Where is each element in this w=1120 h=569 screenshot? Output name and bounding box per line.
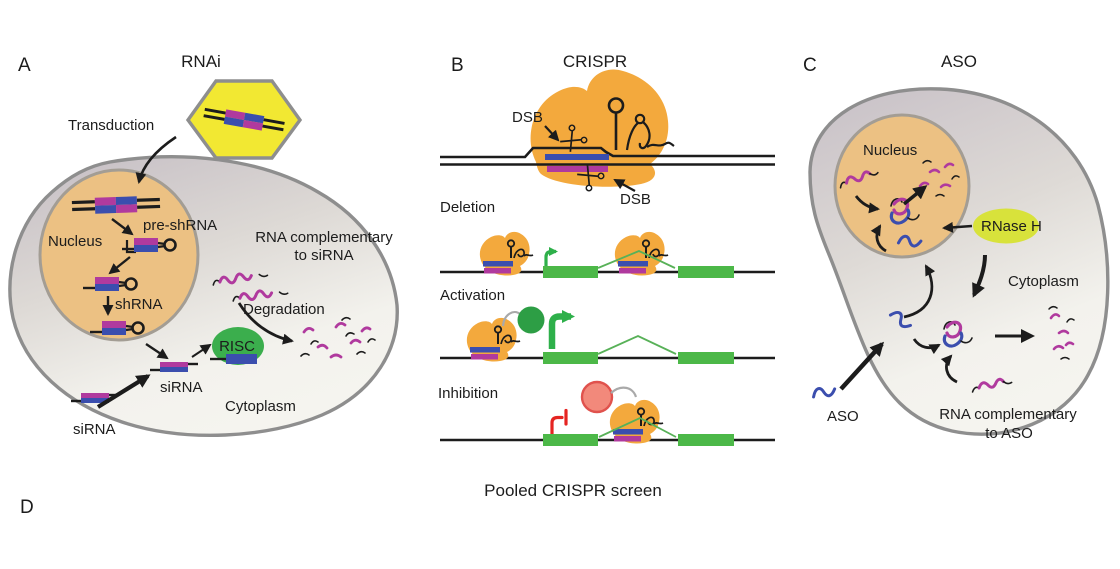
degraded-rna-fragments-cytoplasm (1048, 305, 1075, 360)
processing-arrow (108, 256, 131, 275)
panel-b: B CRISPR DSB DSB Deletion (438, 52, 775, 500)
cytoplasm-c-label: Cytoplasm (1008, 273, 1079, 290)
degraded-rna-fragments-a (300, 316, 376, 359)
transduction-label: Transduction (68, 117, 154, 134)
dsb-bottom-arrow (613, 179, 636, 192)
repressor-domain (580, 380, 614, 414)
nuclear-arrow-1 (854, 195, 880, 214)
aso-rna-hybrid-nucleus (889, 197, 920, 225)
dsb-bottom-label: DSB (620, 191, 651, 208)
sirna-entry-arrow (96, 374, 151, 409)
degraded-rna-fragments-nucleus (918, 159, 960, 197)
aso-rna-hybrid-cytoplasm (942, 320, 973, 348)
nuclear-arrow-2 (870, 224, 887, 253)
cas9-small (608, 398, 664, 445)
exon-box (678, 266, 734, 278)
promoter-arrow-deletion (544, 247, 558, 271)
panel-a: A RNAi Transduction Nucleus pre-shRNA sh… (8, 52, 399, 438)
risc-complex: RISC (210, 327, 264, 365)
hybridization-arrow (912, 338, 941, 355)
rnase-h-label: RNase H (981, 218, 1042, 235)
target-rna-squiggle (232, 289, 289, 302)
rna-binding-arrow (940, 354, 958, 384)
panel-b-letter: B (451, 55, 464, 76)
dna-strands (440, 146, 775, 166)
aso-label: ASO (827, 408, 859, 425)
rnase-h-ellipse (973, 208, 1039, 244)
rna-complementary-c-line2: to ASO (985, 425, 1033, 442)
cas9-small (478, 230, 534, 277)
aso-squiggle-outside (810, 384, 837, 400)
loading-arrow (191, 343, 212, 358)
exon-box (678, 434, 734, 446)
nucleus-a (38, 168, 200, 342)
shrna-label: shRNA (115, 296, 163, 313)
panel-b-title: CRISPR (563, 52, 627, 71)
cas9-small (465, 316, 521, 363)
nuclear-rna-squiggle (839, 170, 879, 189)
blocked-promoter-arrow (550, 415, 564, 441)
target-rna-squiggle (212, 272, 269, 286)
pooled-screen-label: Pooled CRISPR screen (484, 481, 662, 500)
guide-target-bar-magenta (547, 166, 608, 172)
sgrna (607, 97, 675, 151)
pre-shrna-end (125, 240, 136, 254)
exon-box (678, 352, 734, 364)
cytoplasm-a-label: Cytoplasm (225, 398, 296, 415)
rnase-to-nucleus-arrow (942, 221, 973, 233)
panel-a-title: RNAi (181, 52, 221, 71)
guide-target-bar-blue (545, 154, 609, 160)
nucleus-a-label: Nucleus (48, 233, 102, 250)
nuclear-cleavage-arrow (902, 185, 928, 206)
aso-to-nucleus-arrow (903, 264, 936, 319)
exon-box (543, 352, 598, 364)
target-rna-squiggle-c (971, 377, 1013, 393)
panel-d: D (20, 497, 34, 518)
repressor-linker (610, 386, 638, 398)
transduction-arrow (135, 135, 177, 184)
exon-box (543, 434, 598, 446)
dsb-top-arrow (544, 125, 560, 142)
cas9-small (613, 230, 669, 277)
panel-c: C ASO Nucleus RNase H Cytoplasm (803, 52, 1110, 442)
exon-box (543, 266, 598, 278)
panel-d-letter: D (20, 497, 34, 518)
transcription-arrow (111, 218, 134, 236)
inhibition-label: Inhibition (438, 385, 498, 402)
dicer-arrow (145, 343, 169, 360)
splice-line-activation (597, 335, 677, 355)
panel-c-letter: C (803, 55, 817, 76)
aso-entry-arrow (839, 341, 885, 391)
panel-a-letter: A (18, 55, 31, 76)
promoter-arrow-activation (548, 310, 575, 349)
splice-line-deletion (597, 250, 676, 269)
degradation-arrow (237, 302, 294, 345)
activation-label: Activation (440, 287, 505, 304)
activator-domain (517, 306, 545, 334)
panel-c-title: ASO (941, 52, 977, 71)
nucleus-c (833, 113, 971, 259)
splice-line-inhibition (598, 416, 677, 438)
nucleus-c-label: Nucleus (863, 142, 917, 159)
rna-complementary-a-line2: to siRNA (294, 247, 353, 264)
rna-complementary-a-line1: RNA complementary (255, 229, 393, 246)
deletion-label: Deletion (440, 199, 495, 216)
viral-vector-hexagon (185, 79, 303, 160)
sirna-outside-label: siRNA (73, 421, 116, 438)
rnase-to-cytoplasm-arrow (972, 254, 987, 298)
degradation-label: Degradation (243, 301, 325, 318)
rna-complementary-c-line1: RNA complementary (939, 406, 1077, 423)
risc-label: RISC (219, 338, 255, 355)
activator-linker (501, 310, 521, 327)
sirna-cell-label: siRNA (160, 379, 203, 396)
pre-shrna-label: pre-shRNA (143, 217, 217, 234)
dsb-top-label: DSB (512, 109, 543, 126)
